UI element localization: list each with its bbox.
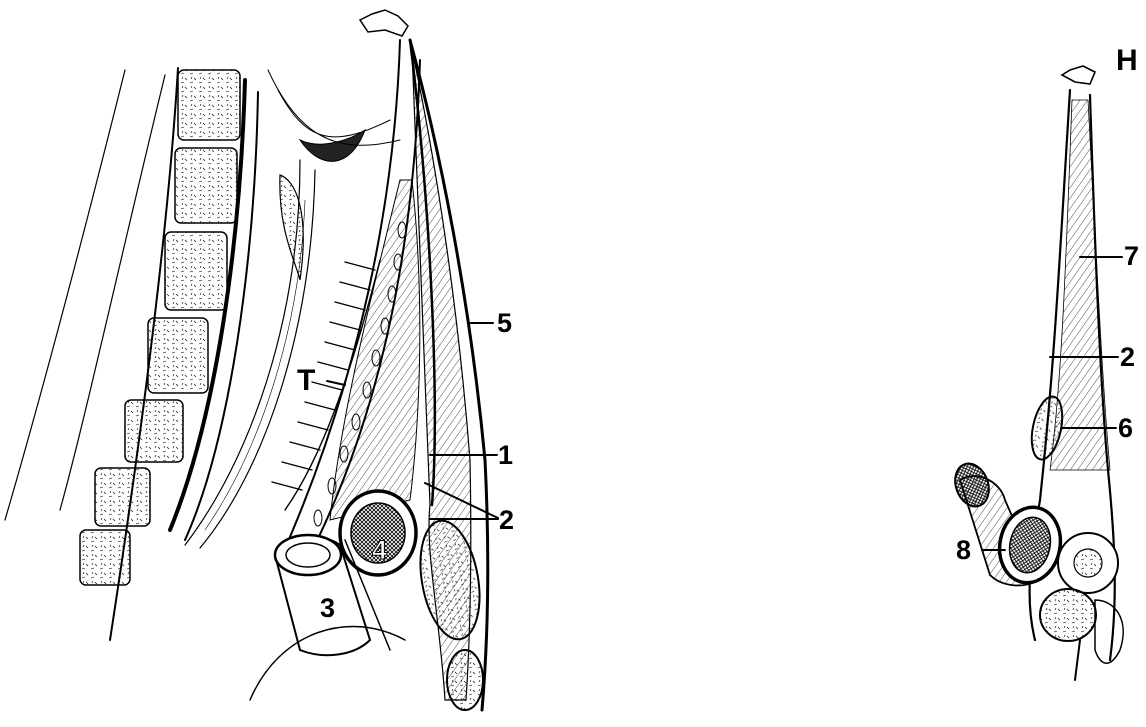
right-panel-drawing: [949, 66, 1123, 680]
callout-4: 4: [372, 537, 387, 564]
callout-1: 1: [498, 442, 513, 469]
panel-label-h: H: [1116, 46, 1138, 76]
callout-2-left: 2: [499, 507, 514, 534]
vertebral-bodies: [80, 70, 240, 585]
callout-3: 3: [320, 595, 335, 622]
callout-5: 5: [497, 310, 512, 337]
callout-8: 8: [956, 537, 971, 564]
callout-7: 7: [1124, 243, 1139, 270]
left-panel-drawing: [5, 10, 498, 710]
panel-label-t: T: [297, 366, 315, 396]
callout-6: 6: [1118, 415, 1133, 442]
callout-2-right: 2: [1120, 344, 1135, 371]
